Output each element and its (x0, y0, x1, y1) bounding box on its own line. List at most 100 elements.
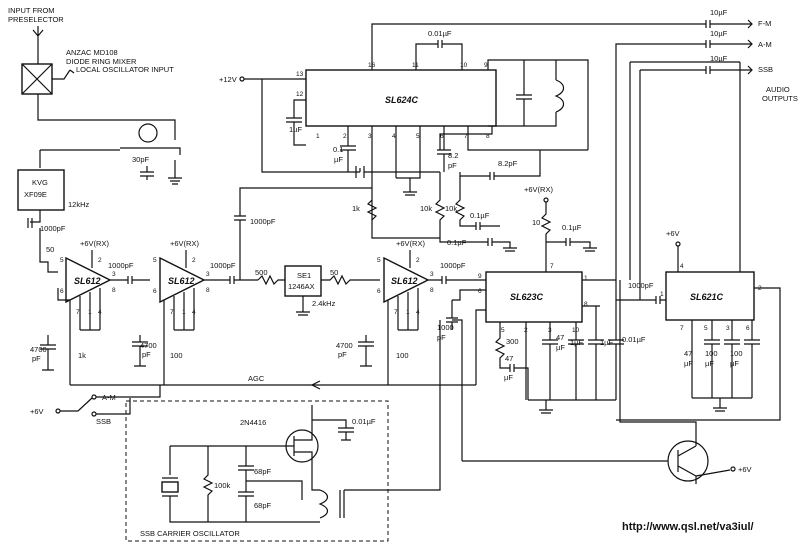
sl621c-section: SL621C +6V 4 1 2 7 5 3 6 47 µF 100 µF 10… (616, 61, 781, 421)
pin-label: 4 (392, 133, 396, 140)
pin-label: 1 (660, 291, 664, 298)
sl623c-section: SL623C +6V(RX) 10 0.1µF 7 9 6 1 8 5 2 3 … (452, 43, 706, 414)
osc-coil-icon (318, 489, 329, 519)
pin-label: 7 (550, 263, 554, 270)
cap-1000pf-a: 1000pF (40, 224, 66, 233)
pin-label: 9 (478, 273, 482, 280)
cap-100-b: 100 (730, 349, 743, 358)
res-10k-b: 10k (445, 204, 457, 213)
ground-icon (168, 160, 182, 185)
sl624c-section: SL624C +12V 13 12 16 11 10 9 1 2 3 4 5 6… (219, 23, 706, 252)
supply-6vrx-4: +6V(RX) (524, 185, 553, 194)
pin-label: 5 (501, 327, 505, 334)
output-label-ssb: SSB (758, 65, 773, 74)
cap-uf-d: µF (684, 359, 693, 368)
cap-01uf-d: 0.1µF (562, 223, 582, 232)
pin-label: 3 (112, 271, 116, 278)
cap-uf-c: µF (556, 343, 565, 352)
sl612-label-3: SL612 (391, 276, 418, 286)
crystal-icon (161, 481, 179, 493)
se1-label-line2: 1246AX (288, 282, 315, 291)
oscillator-title: SSB CARRIER OSCILLATOR (140, 529, 240, 538)
cap-4700-2: 4700 (140, 341, 157, 350)
pin-label: 6 (60, 288, 64, 295)
pin-label: 7 (680, 325, 684, 332)
sl624c-label: SL624C (385, 95, 419, 105)
cap-001uf-a: 0.01µF (428, 29, 452, 38)
se1-label-line1: SE1 (297, 271, 311, 280)
audio-label-line1: AUDIO (766, 85, 790, 94)
supply-6vrx-2: +6V(RX) (170, 239, 199, 248)
antenna-icon (32, 26, 44, 50)
res-10k-a: 10k (420, 204, 432, 213)
lo-input-label: LOCAL OSCILLATOR INPUT (76, 65, 174, 74)
cap-10uf-c: 10µF (710, 54, 728, 63)
input-label-line1: INPUT FROM (8, 6, 55, 15)
cap-1000-vert: 1000 (437, 323, 454, 332)
cap-pf-4: pF (437, 333, 446, 342)
kvg-filter-block (17, 169, 65, 211)
sl612-amp-2 (159, 256, 206, 304)
cap-pf-1: pF (32, 354, 41, 363)
cap-1uf-b: 1µF (570, 338, 583, 347)
if-amp-2: SL612 +6V(RX) 5 6 3 8 2 7 1 4 1000pF 470… (132, 187, 360, 385)
res-300: 300 (506, 337, 519, 346)
sl612-label-1: SL612 (74, 276, 101, 286)
cap-uf-a: µF (334, 155, 343, 164)
cap-1uf-c: 1µF (600, 338, 613, 347)
cap-01-a: 0.1 (333, 145, 343, 154)
se1-filter: 500 SE1 1246AX 2.4kHz 50 (255, 265, 380, 316)
audio-outputs: 10µF F-M 10µF A-M 10µF SSB AUDIO OUTPUTS (639, 8, 798, 300)
transformer-icon (138, 123, 158, 143)
sl623c-chip (485, 271, 583, 323)
output-label-am: A-M (758, 40, 772, 49)
pin-label: 10 (460, 62, 468, 69)
cap-1000pf-f: 1000pF (628, 281, 654, 290)
cap-47-c: 47 (684, 349, 692, 358)
cap-pf-a: pF (448, 161, 457, 170)
pin-label: 7 (464, 133, 468, 140)
pin-label: 9 (484, 62, 488, 69)
cap-1000pf-e: 1000pF (440, 261, 466, 270)
pin-label: 6 (153, 288, 157, 295)
res-100-1: 100 (170, 351, 183, 360)
sl612-label-2: SL612 (168, 276, 195, 286)
pin-label: 1 (584, 275, 588, 282)
switch-icon (60, 397, 93, 412)
cap-001uf-c: 0.01µF (352, 417, 376, 426)
mixer-label-line1: ANZAC MD108 (66, 48, 118, 57)
res-10: 10 (532, 218, 540, 227)
cap-1000pf-b: 1000pF (108, 261, 134, 270)
pin-label: 5 (704, 325, 708, 332)
kvg-label-line1: KVG (32, 178, 48, 187)
pin-label: 6 (746, 325, 750, 332)
input-section: INPUT FROM PRESELECTOR ANZAC MD108 DIODE… (8, 6, 182, 185)
pin-label: 3 (206, 271, 210, 278)
kvg-label-line2: XF09E (24, 190, 47, 199)
sl612-amp-3 (383, 256, 430, 304)
cap-82-a: 8.2 (448, 151, 458, 160)
cap-pf-3: pF (338, 350, 347, 359)
cap-1uf-a: 1µF (289, 125, 302, 134)
lo-input-arrow-icon (52, 69, 75, 80)
res-1k-2: 1k (352, 204, 360, 213)
agc-label: AGC (248, 374, 265, 383)
jfet-label: 2N4416 (240, 418, 266, 427)
freq-2-4khz: 2.4kHz (312, 299, 336, 308)
res-500: 500 (255, 268, 268, 277)
kvg-filter: KVG XF09E 12kHz 1000pF 50 (17, 169, 90, 273)
switch-label-ssb: SSB (96, 417, 111, 426)
output-arrow-icon (705, 19, 753, 29)
cap-01uf-b: 0.1µF (470, 211, 490, 220)
cap-30pf: 30pF (132, 155, 150, 164)
sl624c-chip (305, 69, 497, 127)
res-1k-1: 1k (78, 351, 86, 360)
pin-label: 5 (416, 133, 420, 140)
pin-label: 3 (430, 271, 434, 278)
pin-label: 5 (377, 257, 381, 264)
res-100k: 100k (214, 481, 231, 490)
pin-label: 8 (112, 287, 116, 294)
pin-label: 5 (153, 257, 157, 264)
cap-82pf-b: 8.2pF (498, 159, 518, 168)
